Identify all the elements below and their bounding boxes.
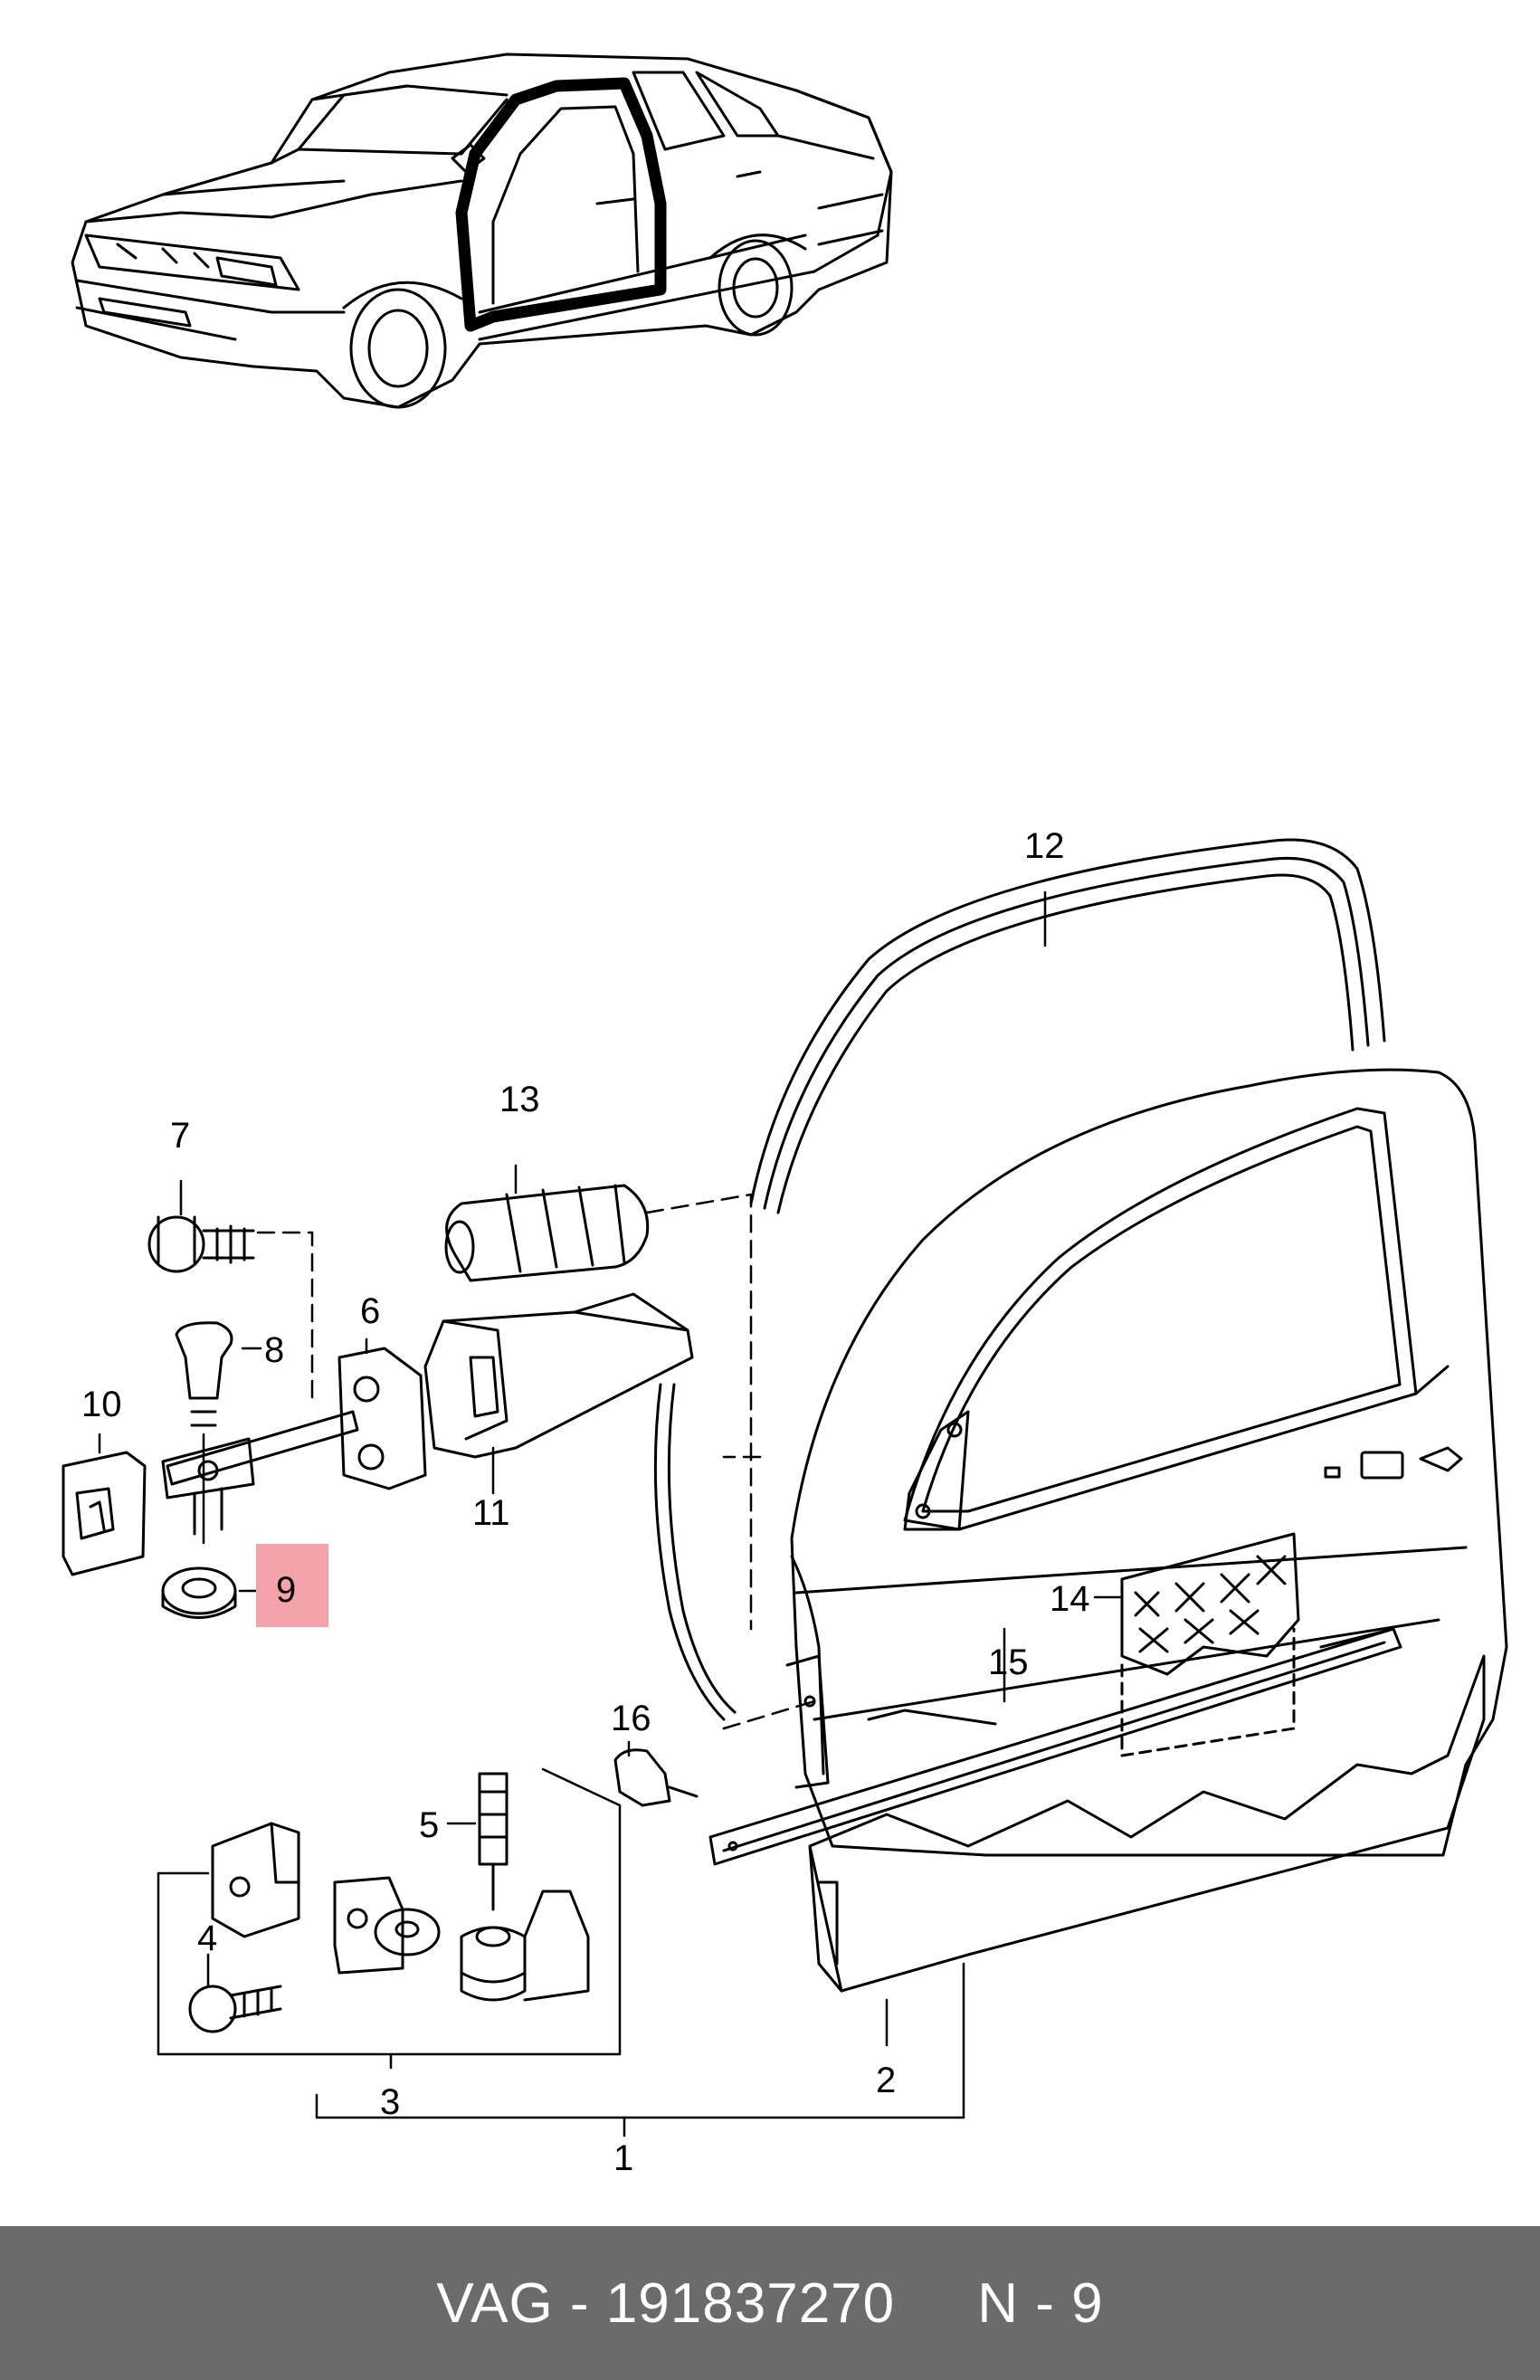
- callout-2: 2: [876, 2061, 896, 2100]
- callout-15: 15: [988, 1642, 1029, 1682]
- callout-8: 8: [264, 1330, 284, 1370]
- callout-12: 12: [1024, 826, 1065, 866]
- callout-11: 11: [472, 1493, 510, 1533]
- door-seal-highlight-on-car: [455, 77, 667, 332]
- callout-1: 1: [613, 2138, 633, 2178]
- callout-4: 4: [197, 1918, 217, 1958]
- door-check-strap-parts: [62, 1184, 699, 2033]
- highlight-box-part-9: [256, 1544, 328, 1627]
- callout-6: 6: [360, 1291, 380, 1331]
- door-illustration: [653, 838, 1508, 1993]
- car-overview-illustration: [71, 52, 893, 409]
- callout-14: 14: [1050, 1579, 1090, 1619]
- callout-3: 3: [380, 2082, 400, 2122]
- callout-16: 16: [611, 1699, 651, 1738]
- part-number-footer: VAG - 191837270 N - 9: [0, 2226, 1540, 2380]
- footer-part-number-text: VAG - 191837270 N - 9: [436, 2271, 1104, 2335]
- callout-10: 10: [81, 1385, 122, 1424]
- callout-7: 7: [170, 1116, 190, 1156]
- callout-9: 9: [276, 1570, 296, 1610]
- callout-13: 13: [499, 1080, 540, 1119]
- callout-5: 5: [419, 1805, 439, 1845]
- parts-diagram: 1 2 3 4 5 6 7 8 9 10 11 12 13 14 15 16: [62, 52, 1508, 2178]
